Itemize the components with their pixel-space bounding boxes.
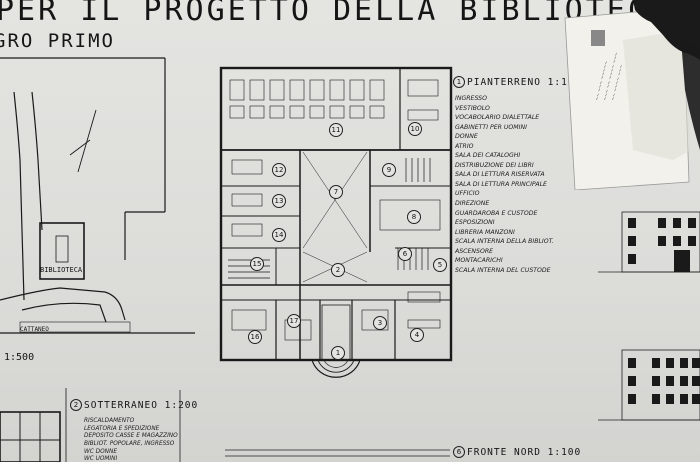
legend-item: ESPOSIZIONI	[455, 219, 495, 227]
room-number: 11	[329, 123, 343, 137]
basement-legend-item: RISCALDAMENTO	[84, 418, 135, 424]
elevation-sketches	[598, 211, 700, 421]
room-number: 2	[331, 263, 345, 277]
ground-floor-title: PIANTERRENO 1:100	[467, 77, 582, 88]
legend-item: UFFICIO	[455, 190, 480, 198]
basement-legend-item: WC DONNE	[84, 448, 117, 455]
room-number: 7	[329, 185, 343, 199]
site-plan-street: CATTANEO	[20, 326, 49, 333]
board-subtitle: GRO PRIMO	[0, 30, 115, 52]
basement-plan	[0, 388, 67, 462]
legend-item: SCALA INTERNA DELLA BIBLIOT.	[455, 238, 554, 246]
legend-item: INGRESSO	[455, 95, 487, 102]
elevation-windows	[628, 218, 700, 404]
ground-floor-plan	[219, 66, 453, 378]
room-number: 17	[287, 314, 301, 328]
hand-shadow	[681, 40, 700, 150]
room-number: 6	[398, 247, 412, 261]
basement-number: 2	[70, 399, 82, 411]
legend-item: SCALA INTERNA DEL CUSTODE	[455, 266, 551, 274]
legend-item: VOCABOLARIO DIALETTALE	[455, 114, 540, 122]
legend-item: LIBRERIA MANZONI	[455, 228, 515, 236]
basement-legend-item: BIBLIOT. POPOLARE, INGRESSO	[84, 441, 175, 448]
room-number: 1	[331, 346, 345, 360]
legend-item: DONNE	[455, 133, 478, 141]
room-number: 12	[272, 163, 286, 177]
basement-title: SOTTERRANEO 1:200	[84, 400, 199, 411]
legend-item: MONTACARICHI	[455, 257, 503, 265]
legend-item: ATRIO	[455, 142, 474, 150]
room-number: 9	[382, 163, 396, 177]
legend-item: GUARDAROBA E CUSTODE	[455, 209, 538, 217]
room-number: 14	[272, 228, 286, 242]
legend-item: DISTRIBUZIONE DEI LIBRI	[455, 161, 534, 169]
north-elevation-number: 6	[453, 446, 465, 458]
basement-legend-item: LEGATORIA E SPEDIZIONE	[84, 425, 160, 432]
envelope-shadow	[623, 30, 691, 160]
legend-item: SALA DI LETTURA RISERVATA	[455, 171, 545, 179]
room-number: 8	[407, 210, 421, 224]
site-plan	[0, 57, 195, 334]
room-number: 16	[248, 330, 262, 344]
room-number: 5	[433, 258, 447, 272]
room-number: 13	[272, 194, 286, 208]
north-elevation-title: FRONTE NORD 1:100	[467, 447, 582, 458]
room-number: 10	[408, 122, 422, 136]
north-facade-strip	[179, 390, 450, 462]
site-plan-scale: 1:500	[4, 352, 35, 363]
envelope-in-hand: ~~ ~~~ ~~~~~ ~~~ ~~ ~~~~ ~~~ ~~ ~~~~ ~~~	[563, 0, 700, 190]
room-number: 4	[410, 328, 424, 342]
room-number: 3	[373, 316, 387, 330]
room-number: 15	[250, 257, 264, 271]
legend-item: SALA DEI CATALOGHI	[455, 152, 521, 160]
legend-item: SALA DI LETTURA PRINCIPALE	[455, 180, 547, 188]
basement-legend-item: DEPOSITO CASSE E MAGAZZINO	[84, 433, 178, 440]
legend-item: ASCENSORE	[455, 247, 494, 255]
legend-item: DIREZIONE	[455, 200, 490, 208]
ground-floor-number: 1	[453, 76, 465, 88]
stamp-icon	[591, 30, 605, 46]
legend-item: GABINETTI PER UOMINI	[455, 123, 527, 131]
basement-legend-item: WC UOMINI	[84, 456, 118, 462]
legend-item: VESTIBOLO	[455, 104, 490, 112]
site-plan-label: BIBLIOTECA	[40, 266, 83, 274]
